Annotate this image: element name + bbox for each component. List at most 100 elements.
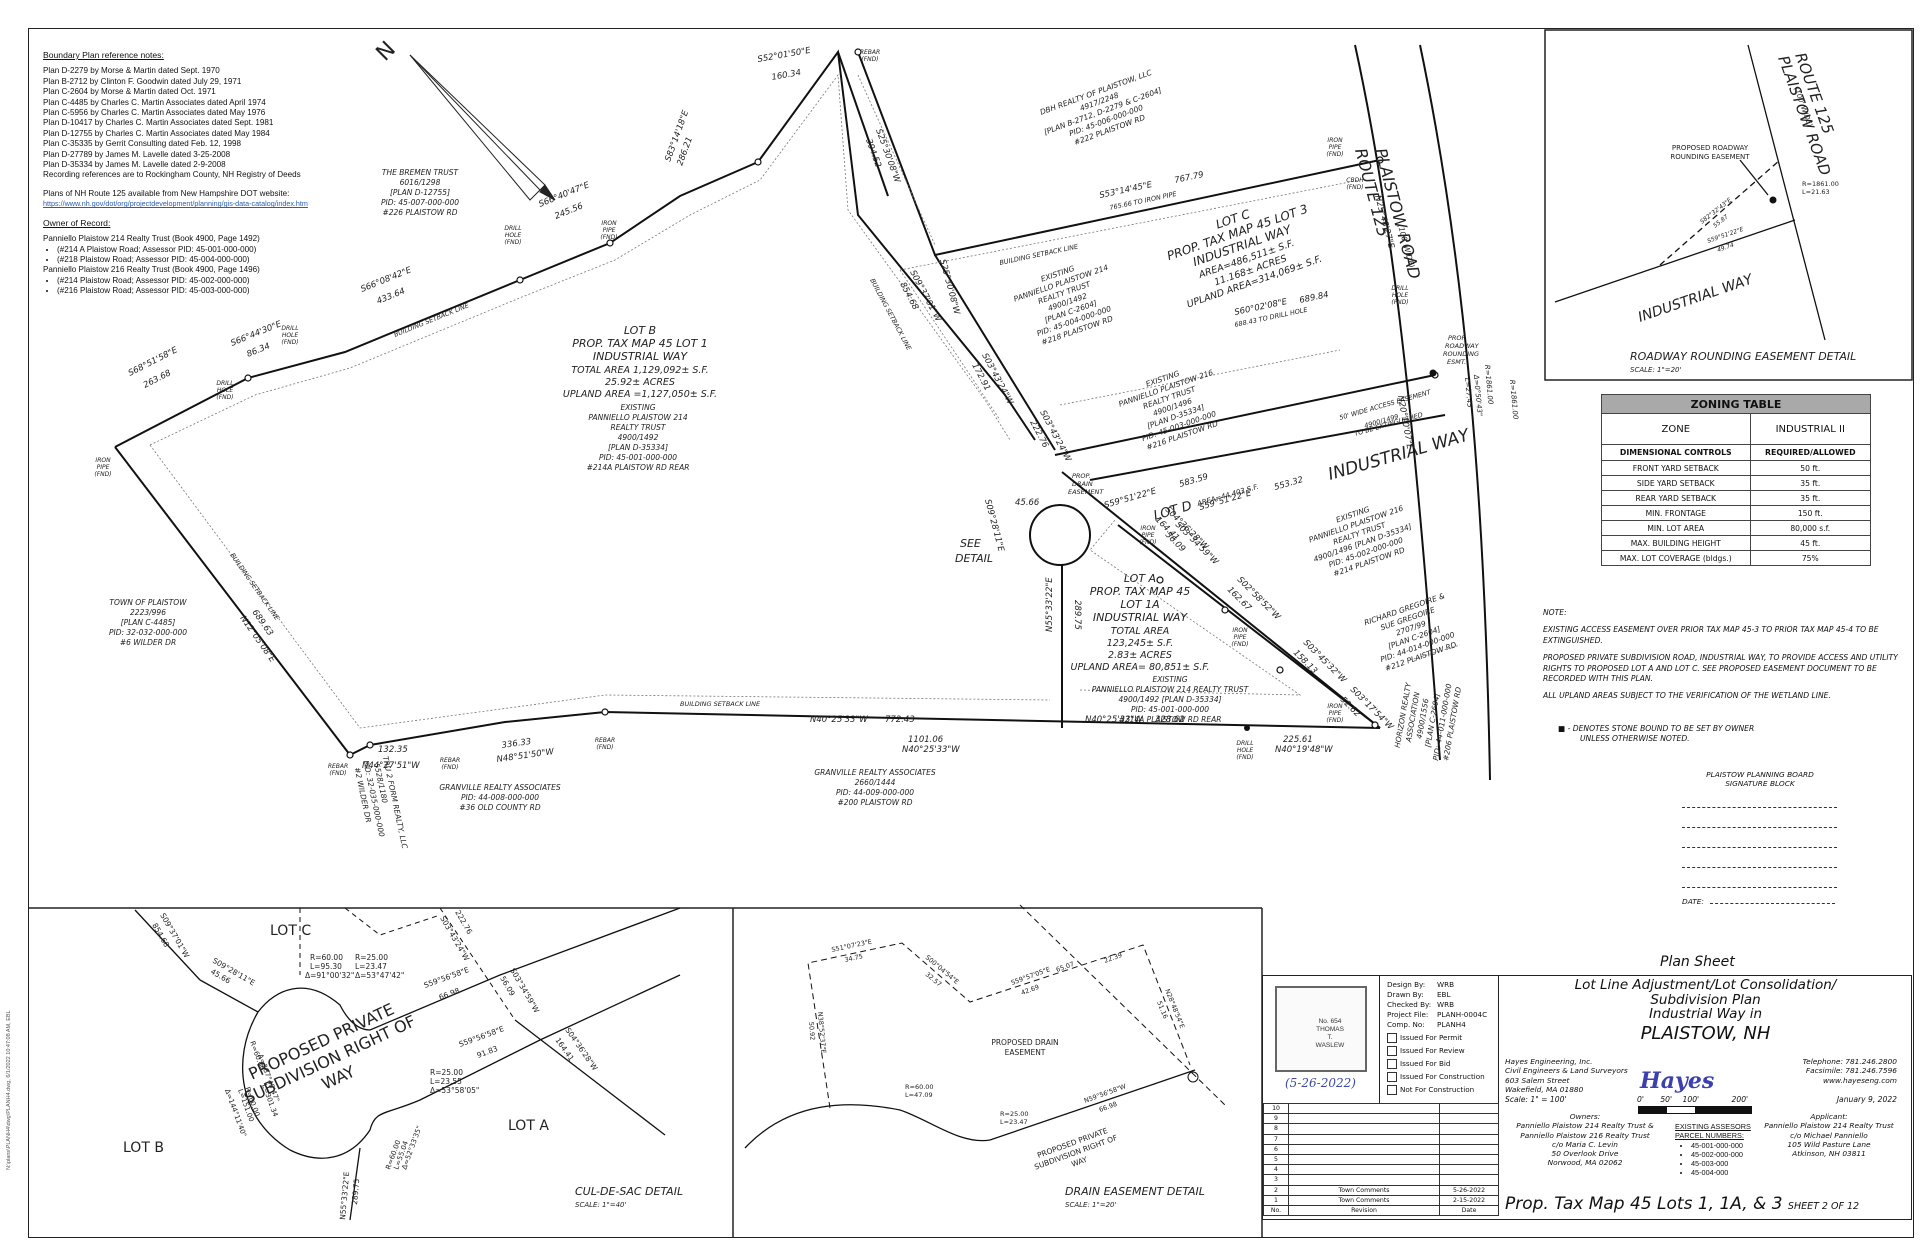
date-line[interactable] bbox=[1709, 903, 1835, 904]
svg-text:LOT B: LOT B bbox=[123, 1140, 164, 1156]
scale-tick: 50' bbox=[1660, 1095, 1673, 1104]
svg-text:45.66: 45.66 bbox=[1015, 498, 1040, 508]
revision-row: 10 bbox=[1263, 1102, 1499, 1115]
applicant-block: Applicant: Panniello Plaistow 214 Realty… bbox=[1749, 1112, 1909, 1158]
svg-text:R=60.00: R=60.00 bbox=[905, 1083, 934, 1091]
svg-text:160.34: 160.34 bbox=[771, 68, 802, 83]
svg-text:#226 PLAISTOW RD: #226 PLAISTOW RD bbox=[382, 208, 457, 217]
applicant-line: c/o Michael Panniello bbox=[1790, 1130, 1868, 1140]
zoning-value: 50 ft. bbox=[1749, 460, 1872, 476]
svg-text:HOLE: HOLE bbox=[505, 232, 522, 239]
svg-text:1101.06: 1101.06 bbox=[908, 735, 944, 745]
svg-text:SEE: SEE bbox=[960, 537, 981, 550]
checkbox-issued-bid[interactable]: Issued For Bid bbox=[1387, 1059, 1498, 1069]
svg-text:(FND): (FND) bbox=[281, 339, 298, 346]
plan-ref: Plan C-5956 by Charles C. Martin Associa… bbox=[43, 108, 266, 118]
svg-text:#6 WILDER DR: #6 WILDER DR bbox=[120, 638, 176, 647]
svg-text:PROPOSED DRAIN: PROPOSED DRAIN bbox=[991, 1038, 1058, 1047]
seal-date: (5-26-2022) bbox=[1285, 1076, 1356, 1090]
signature-line[interactable] bbox=[1682, 828, 1837, 848]
signature-line[interactable] bbox=[1682, 848, 1837, 868]
svg-text:PIPE: PIPE bbox=[1142, 532, 1155, 539]
svg-text:TOTAL AREA: TOTAL AREA bbox=[1111, 626, 1170, 637]
sheet-reference: Prop. Tax Map 45 Lots 1, 1A, & 3 SHEET 2… bbox=[1505, 1194, 1859, 1214]
svg-text:IRON: IRON bbox=[1327, 703, 1343, 710]
scale-tick: 0' bbox=[1637, 1095, 1644, 1104]
svg-text:PID: 45-001-000-000: PID: 45-001-000-000 bbox=[1131, 705, 1209, 714]
project-file: PLANH-0004C bbox=[1437, 1010, 1488, 1019]
svg-text:328.62: 328.62 bbox=[1155, 715, 1185, 725]
rev-no: 4 bbox=[1263, 1164, 1289, 1176]
svg-text:132.35: 132.35 bbox=[378, 745, 408, 755]
svg-text:PID: 45-007-000-000: PID: 45-007-000-000 bbox=[381, 198, 459, 207]
date-label: DATE: bbox=[1682, 897, 1704, 906]
checkbox-issued-construction[interactable]: Issued For Construction bbox=[1387, 1072, 1498, 1082]
checkbox-icon[interactable] bbox=[1387, 1046, 1397, 1056]
notes-heading: NOTE: bbox=[1543, 608, 1567, 617]
rev-date bbox=[1439, 1133, 1499, 1145]
svg-text:L=23.55: L=23.55 bbox=[430, 1077, 462, 1086]
owner-heading: Owner of Record: bbox=[43, 217, 111, 228]
svg-text:THE BREMEN TRUST: THE BREMEN TRUST bbox=[382, 168, 460, 177]
signature-line[interactable] bbox=[1682, 808, 1837, 828]
parcel-number: 45-001-000-000 bbox=[1691, 1141, 1751, 1150]
svg-text:336.33: 336.33 bbox=[501, 737, 532, 751]
parcels-heading-2: PARCEL NUMBERS: bbox=[1675, 1131, 1744, 1141]
svg-text:DRILL: DRILL bbox=[1391, 285, 1408, 292]
signature-line[interactable] bbox=[1682, 868, 1837, 888]
svg-text:N40°25'33"W: N40°25'33"W bbox=[810, 715, 868, 725]
rev-desc bbox=[1288, 1113, 1440, 1125]
note-item: PROPOSED PRIVATE SUBDIVISION ROAD, INDUS… bbox=[1543, 653, 1898, 684]
svg-text:R=60.00: R=60.00 bbox=[310, 953, 343, 962]
revision-row: 5 bbox=[1263, 1153, 1499, 1166]
firm-line: Wakefield, MA 01880 bbox=[1505, 1084, 1584, 1094]
svg-text:4900/1492: 4900/1492 bbox=[618, 433, 659, 442]
seal-name: THOMAS bbox=[1316, 1026, 1344, 1033]
checkbox-icon[interactable] bbox=[1387, 1085, 1397, 1095]
seal-initial: T. bbox=[1327, 1034, 1333, 1041]
drawing-sheet-border bbox=[28, 28, 1914, 1238]
svg-text:UPLAND AREA= 80,851± S.F.: UPLAND AREA= 80,851± S.F. bbox=[1070, 662, 1209, 673]
dot-link[interactable]: https://www.nh.gov/dot/org/projectdevelo… bbox=[43, 199, 308, 209]
owner-line: 50 Overlook Drive bbox=[1551, 1149, 1619, 1159]
seal-stamp-icon: No. 654 THOMAS T. WASLEW bbox=[1275, 986, 1367, 1072]
rev-desc bbox=[1288, 1133, 1440, 1145]
svg-text:N40°19'48"W: N40°19'48"W bbox=[1275, 745, 1333, 755]
signature-line[interactable] bbox=[1682, 788, 1837, 808]
svg-text:L=95.30: L=95.30 bbox=[310, 962, 342, 971]
checkbox-icon[interactable] bbox=[1387, 1072, 1397, 1082]
checkbox-issued-permit[interactable]: Issued For Permit bbox=[1387, 1033, 1498, 1043]
plan-ref: Plan D-10417 by Charles C. Martin Associ… bbox=[43, 118, 274, 128]
general-notes: NOTE: EXISTING ACCESS EASEMENT OVER PRIO… bbox=[1543, 608, 1903, 709]
rev-no: 3 bbox=[1263, 1174, 1289, 1186]
svg-text:PIPE: PIPE bbox=[1329, 144, 1342, 151]
checkbox-icon[interactable] bbox=[1387, 1059, 1397, 1069]
website-link[interactable]: www.hayeseng.com bbox=[1822, 1075, 1897, 1085]
svg-text:(FND): (FND) bbox=[596, 744, 613, 751]
svg-text:REBAR: REBAR bbox=[860, 49, 880, 56]
project-file-label: Project File: bbox=[1387, 1010, 1429, 1019]
svg-text:66.98: 66.98 bbox=[438, 986, 461, 1002]
owner-214-item: (#214 A Plaistow Road; Assessor PID: 45-… bbox=[57, 245, 373, 255]
checkbox-icon[interactable] bbox=[1387, 1033, 1397, 1043]
svg-text:767.79: 767.79 bbox=[1174, 170, 1205, 186]
svg-text:R=1861.00: R=1861.00 bbox=[1802, 180, 1839, 188]
checkbox-not-construction[interactable]: Not For Construction bbox=[1387, 1085, 1498, 1095]
svg-text:4900/1492 [PLAN D-35334]: 4900/1492 [PLAN D-35334] bbox=[1118, 695, 1221, 704]
rev-no: 2 bbox=[1263, 1184, 1289, 1196]
svg-text:GRANVILLE REALTY ASSOCIATES: GRANVILLE REALTY ASSOCIATES bbox=[439, 783, 561, 792]
checkbox-label: Issued For Permit bbox=[1400, 1033, 1463, 1042]
svg-text:PID: 44-008-000-000: PID: 44-008-000-000 bbox=[461, 793, 539, 802]
svg-text:(FND): (FND) bbox=[1326, 151, 1343, 158]
zoning-control: MAX. BUILDING HEIGHT bbox=[1601, 535, 1751, 551]
svg-text:2223/996: 2223/996 bbox=[130, 608, 166, 617]
reference-notes-heading: Boundary Plan reference notes: bbox=[43, 50, 164, 60]
drawn-by-label: Drawn By: bbox=[1387, 990, 1424, 999]
svg-text:BUILDING SETBACK LINE: BUILDING SETBACK LINE bbox=[393, 301, 471, 339]
svg-text:S09°28'11"E: S09°28'11"E bbox=[982, 498, 1006, 553]
zoning-value: 150 ft. bbox=[1749, 505, 1872, 521]
checkbox-issued-review[interactable]: Issued For Review bbox=[1387, 1046, 1498, 1056]
